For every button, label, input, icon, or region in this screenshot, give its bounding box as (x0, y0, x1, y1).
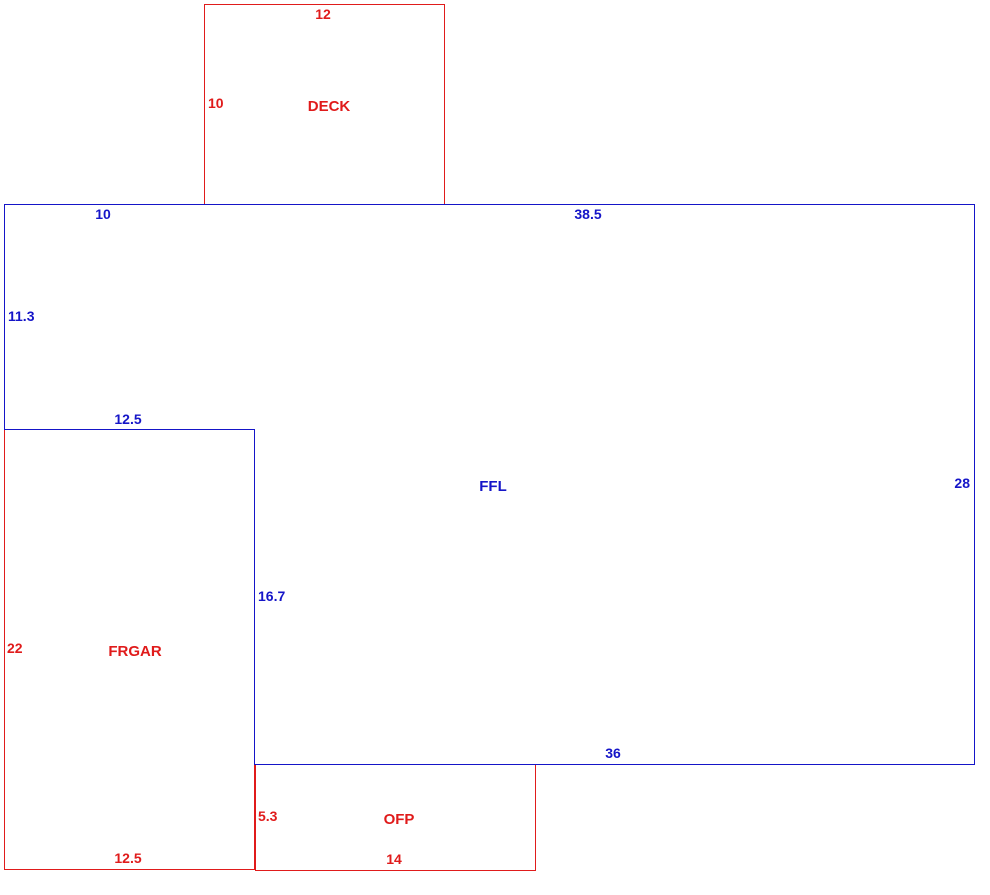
ffl-dim-top-left: 10 (95, 206, 111, 222)
frgar-area: 22 12.5 FRGAR (4, 429, 255, 870)
ffl-dim-left: 11.3 (8, 308, 35, 324)
frgar-dim-bottom: 12.5 (114, 850, 141, 866)
ffl-outline (4, 204, 975, 765)
frgar-label: FRGAR (108, 643, 161, 660)
ffl-dim-inner: 16.7 (258, 588, 285, 604)
ffl-dim-bottom: 36 (605, 745, 621, 761)
ffl-label: FFL (479, 478, 507, 495)
frgar-dim-left: 22 (7, 640, 23, 656)
deck-dim-top: 12 (315, 6, 331, 22)
ffl-dim-right: 28 (954, 475, 970, 491)
ofp-label: OFP (384, 811, 415, 828)
ofp-dim-bottom: 14 (386, 851, 402, 867)
ffl-area: 10 38.5 11.3 12.5 28 16.7 36 FFL (4, 204, 975, 765)
deck-label: DECK (308, 98, 351, 115)
ofp-area: 5.3 14 OFP (255, 764, 536, 871)
deck-dim-left: 10 (208, 95, 224, 111)
ofp-dim-left: 5.3 (258, 808, 278, 824)
ffl-dim-top-right: 38.5 (574, 206, 601, 222)
deck-area: 12 10 DECK (204, 4, 445, 205)
ffl-dim-step: 12.5 (114, 411, 141, 427)
